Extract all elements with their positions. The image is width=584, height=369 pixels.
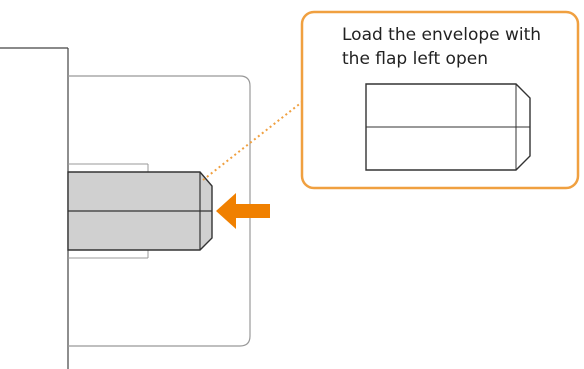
callout-leader-line — [202, 101, 303, 181]
callout-caption: Load the envelope with the flap left ope… — [342, 25, 542, 69]
printer-body — [0, 47, 69, 369]
loaded-envelope — [67, 171, 213, 251]
arrow-left-icon — [216, 193, 270, 229]
insert-arrow-shape — [216, 193, 270, 229]
callout-envelope — [365, 83, 531, 171]
